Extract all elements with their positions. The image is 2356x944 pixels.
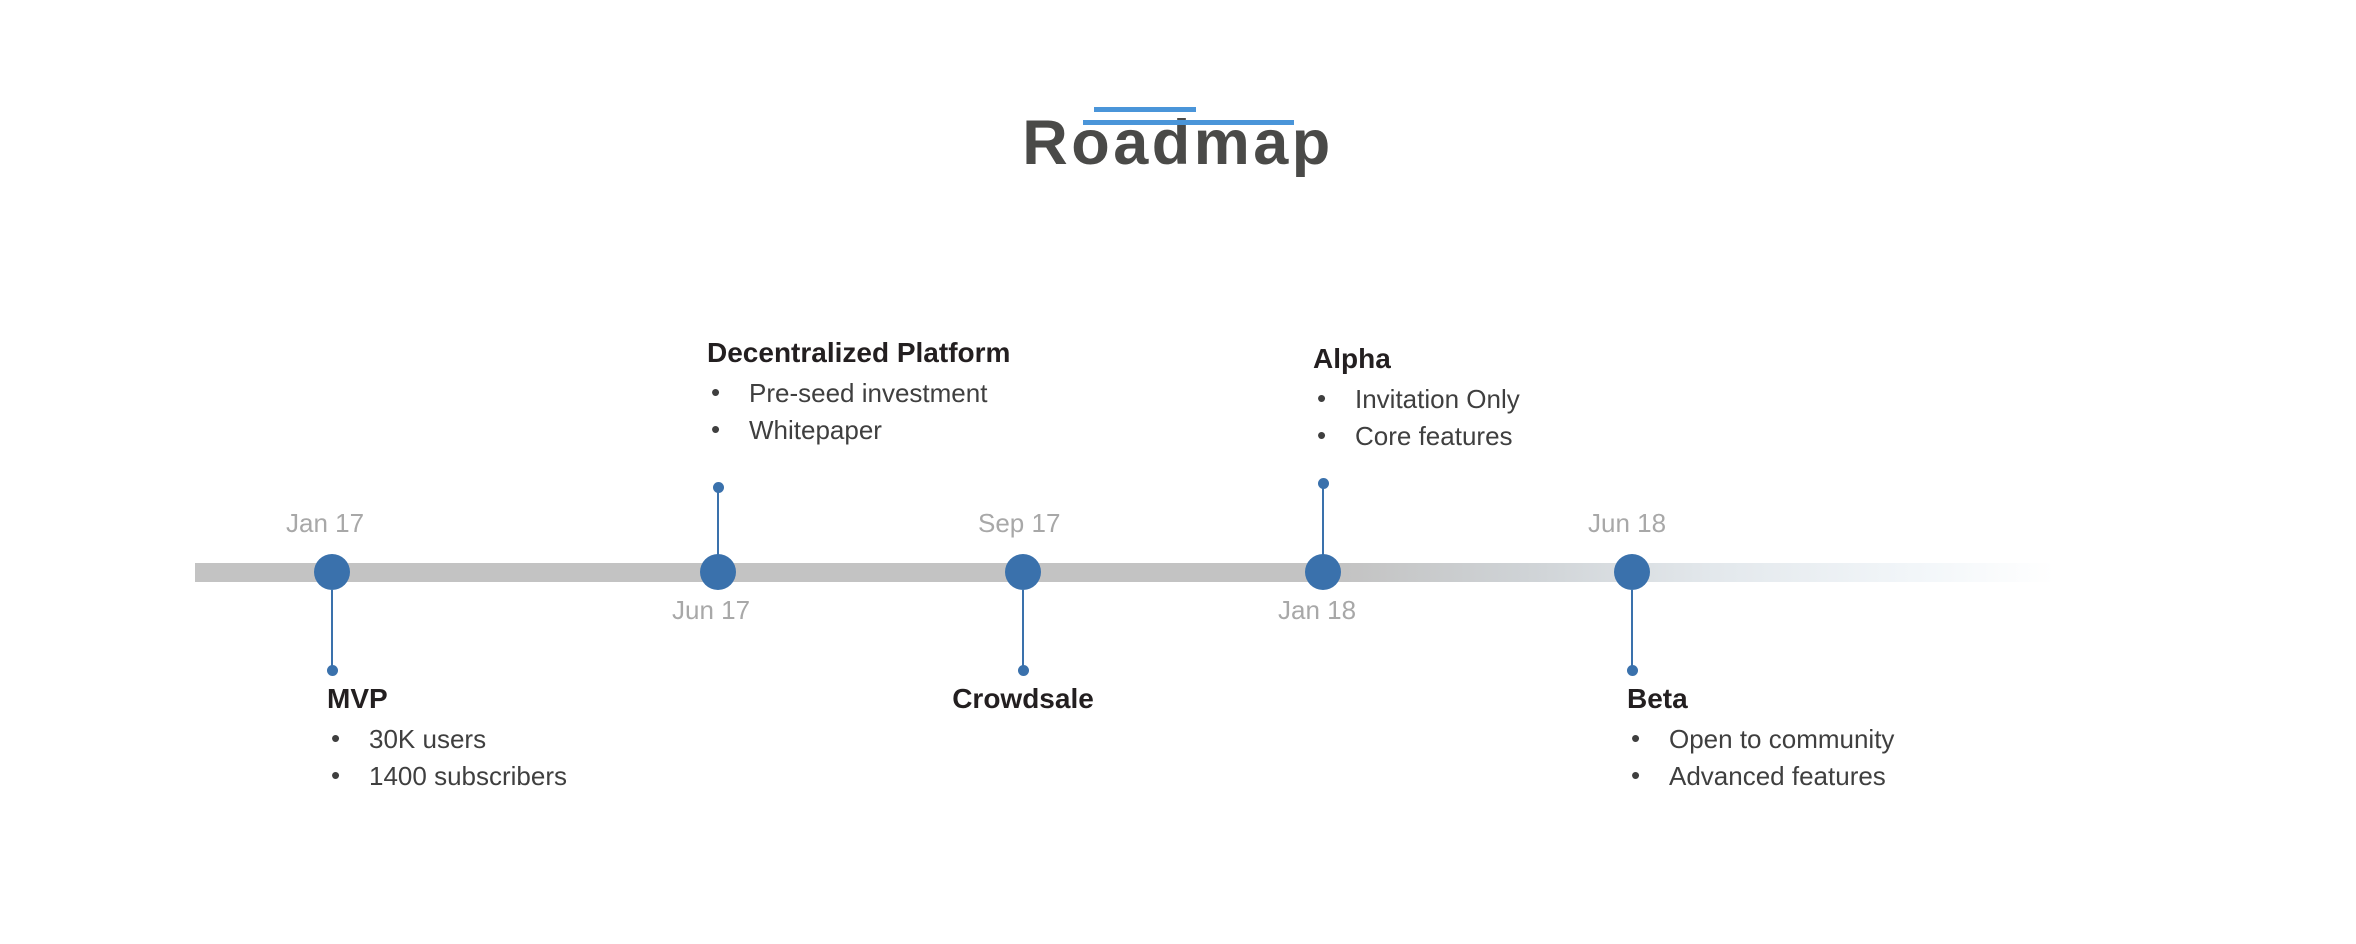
list-item: Advanced features bbox=[1627, 757, 1894, 795]
connector-line-crowdsale bbox=[1022, 590, 1024, 670]
date-label-jun-17: Jun 17 bbox=[672, 595, 751, 625]
list-item: Open to community bbox=[1627, 720, 1894, 758]
milestone-bullets-beta: Open to community Advanced features bbox=[1627, 720, 1894, 795]
marker-dot-decentralized-platform[interactable] bbox=[700, 554, 736, 590]
list-item: Core features bbox=[1313, 417, 1520, 455]
milestone-heading-beta: Beta bbox=[1627, 683, 1688, 714]
list-item: Pre-seed investment bbox=[707, 374, 1010, 412]
title-underline-long bbox=[1083, 120, 1294, 125]
marker-dot-beta[interactable] bbox=[1614, 554, 1650, 590]
milestone-bullets-mvp: 30K users 1400 subscribers bbox=[327, 720, 567, 795]
marker-dot-crowdsale[interactable] bbox=[1005, 554, 1041, 590]
title-underline-short bbox=[1094, 107, 1196, 112]
milestone-content-mvp: MVP 30K users 1400 subscribers bbox=[327, 683, 567, 795]
date-label-jun-18: Jun 18 bbox=[1588, 508, 1667, 538]
date-label-jan-18: Jan 18 bbox=[1278, 595, 1357, 625]
connector-line-beta bbox=[1631, 590, 1633, 670]
date-label-sep-17: Sep 17 bbox=[978, 508, 1061, 538]
list-item: Invitation Only bbox=[1313, 380, 1520, 418]
list-item: 30K users bbox=[327, 720, 567, 758]
connector-end-dot-crowdsale bbox=[1017, 665, 1029, 676]
marker-dot-alpha[interactable] bbox=[1305, 554, 1341, 590]
milestone-heading-decentralized-platform: Decentralized Platform bbox=[707, 337, 1011, 368]
list-item: 1400 subscribers bbox=[327, 757, 567, 795]
connector-end-dot-beta bbox=[1626, 665, 1638, 676]
milestone-content-crowdsale: Crowdsale bbox=[952, 683, 1094, 721]
milestone-content-beta: Beta Open to community Advanced features bbox=[1627, 683, 1894, 795]
marker-dot-mvp[interactable] bbox=[314, 554, 350, 590]
timeline-axis bbox=[195, 563, 2195, 582]
milestone-heading-crowdsale: Crowdsale bbox=[952, 683, 1094, 714]
list-item: Whitepaper bbox=[707, 411, 1010, 449]
milestone-heading-mvp: MVP bbox=[327, 683, 388, 714]
connector-end-dot-mvp bbox=[326, 665, 338, 676]
connector-line-decentralized-platform bbox=[717, 487, 719, 560]
connector-end-dot-alpha bbox=[1317, 478, 1329, 489]
milestone-content-decentralized-platform: Decentralized Platform Pre-seed investme… bbox=[707, 337, 1010, 449]
connector-line-alpha bbox=[1322, 483, 1324, 560]
milestone-content-alpha: Alpha Invitation Only Core features bbox=[1313, 343, 1520, 455]
milestone-bullets-decentralized-platform: Pre-seed investment Whitepaper bbox=[707, 374, 1010, 449]
connector-end-dot-decentralized-platform bbox=[712, 482, 724, 493]
milestone-heading-alpha: Alpha bbox=[1313, 343, 1391, 374]
connector-line-mvp bbox=[331, 590, 333, 670]
milestone-bullets-alpha: Invitation Only Core features bbox=[1313, 380, 1520, 455]
date-label-jan-17: Jan 17 bbox=[286, 508, 365, 538]
